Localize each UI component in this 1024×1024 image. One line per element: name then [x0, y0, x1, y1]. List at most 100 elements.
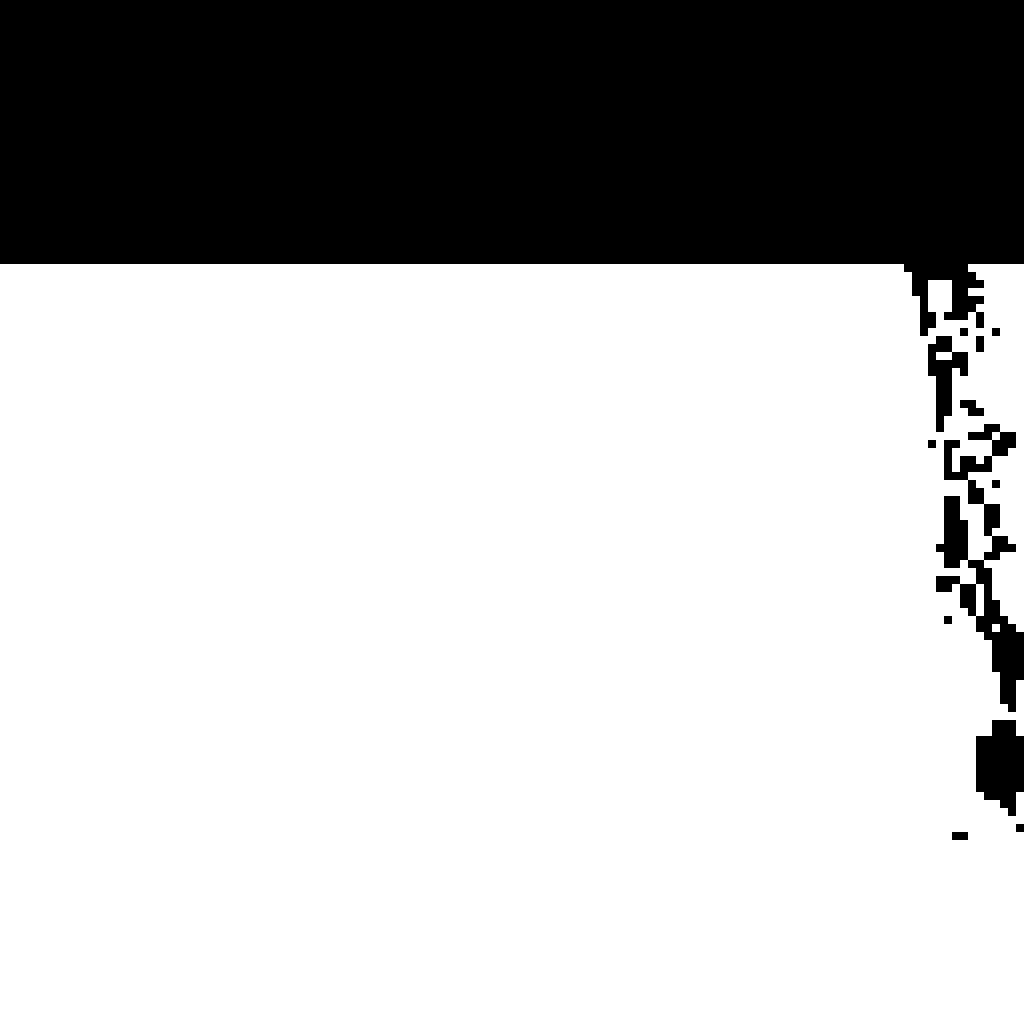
mask-run	[976, 568, 992, 576]
mask-run	[1000, 432, 1016, 440]
mask-run	[936, 576, 960, 584]
mask-run	[984, 512, 1000, 520]
mask-run	[968, 560, 984, 568]
mask-run	[944, 440, 960, 448]
mask-run	[936, 400, 952, 408]
mask-run	[976, 336, 984, 344]
mask-run	[992, 448, 1008, 456]
mask-run	[976, 624, 992, 632]
mask-run	[944, 528, 968, 536]
mask-run	[952, 280, 984, 288]
mask-run	[968, 480, 976, 488]
mask-run	[968, 432, 992, 440]
mask-run	[944, 456, 952, 464]
mask-run	[936, 416, 944, 424]
mask-run	[936, 584, 952, 592]
mask-run	[960, 592, 976, 600]
mask-run	[952, 352, 968, 360]
mask-run	[984, 592, 992, 600]
mask-run	[1000, 672, 1024, 680]
top-black-band	[0, 0, 1024, 264]
mask-run	[1000, 680, 1016, 688]
mask-run	[992, 720, 1016, 728]
mask-run	[936, 392, 952, 400]
mask-run	[960, 456, 976, 464]
mask-run	[944, 464, 952, 472]
mask-run	[1000, 800, 1016, 808]
mask-run	[960, 328, 968, 336]
mask-run	[992, 648, 1024, 656]
mask-run	[1016, 824, 1024, 832]
mask-run	[984, 504, 1000, 512]
mask-run	[944, 472, 968, 480]
mask-run	[912, 272, 976, 280]
mask-run	[960, 368, 968, 376]
mask-run	[992, 536, 1008, 544]
mask-run	[952, 832, 968, 840]
mask-run	[976, 344, 984, 352]
mask-run	[984, 600, 1000, 608]
mask-run	[912, 288, 928, 296]
mask-run	[952, 288, 968, 296]
mask-run	[992, 728, 1016, 736]
mask-run	[976, 776, 1024, 784]
mask-run	[968, 496, 984, 504]
mask-run	[976, 744, 1024, 752]
mask-run	[928, 344, 952, 352]
mask-run	[936, 424, 944, 432]
mask-run	[976, 768, 1024, 776]
mask-run	[984, 520, 1000, 528]
mask-run	[984, 456, 992, 464]
mask-run	[928, 352, 936, 360]
mask-run	[984, 792, 1016, 800]
mask-run	[952, 296, 984, 304]
mask-run	[960, 584, 976, 592]
mask-run	[936, 384, 952, 392]
mask-run	[976, 320, 984, 328]
mask-run	[976, 312, 984, 320]
mask-run	[944, 512, 960, 520]
mask-run	[920, 320, 936, 328]
mask-run	[1000, 624, 1016, 632]
mask-run	[976, 752, 1024, 760]
mask-run	[1000, 696, 1016, 704]
mask-run	[976, 576, 992, 584]
mask-run	[976, 616, 1008, 624]
mask-run	[920, 328, 928, 336]
mask-run	[936, 376, 952, 384]
mask-run	[960, 400, 976, 408]
mask-run	[944, 536, 968, 544]
mask-run	[992, 656, 1024, 664]
mask-run	[944, 552, 968, 560]
mask-run	[984, 424, 1000, 432]
mask-run	[984, 552, 1000, 560]
mask-run	[968, 608, 976, 616]
mask-run	[920, 312, 936, 320]
mask-run	[1008, 808, 1016, 816]
mask-run	[928, 440, 936, 448]
mask-run	[920, 296, 928, 304]
mask-run	[928, 360, 968, 368]
mask-run	[1008, 704, 1016, 712]
mask-run	[984, 608, 1000, 616]
mask-run	[944, 312, 968, 320]
mask-run	[960, 600, 976, 608]
mask-run	[968, 408, 984, 416]
mask-run	[984, 632, 1024, 640]
mask-blob-region	[904, 264, 1024, 840]
mask-run	[912, 280, 928, 288]
mask-run	[904, 264, 968, 272]
mask-run	[976, 760, 1024, 768]
mask-run	[936, 408, 952, 416]
mask-run	[944, 448, 952, 456]
mask-run	[976, 736, 1024, 744]
mask-run	[992, 440, 1016, 448]
mask-run	[944, 504, 960, 512]
mask-run	[968, 488, 984, 496]
mask-run	[928, 368, 952, 376]
mask-run	[976, 784, 1024, 792]
mask-run	[992, 480, 1000, 488]
mask-run	[944, 616, 952, 624]
mask-run	[960, 464, 992, 472]
